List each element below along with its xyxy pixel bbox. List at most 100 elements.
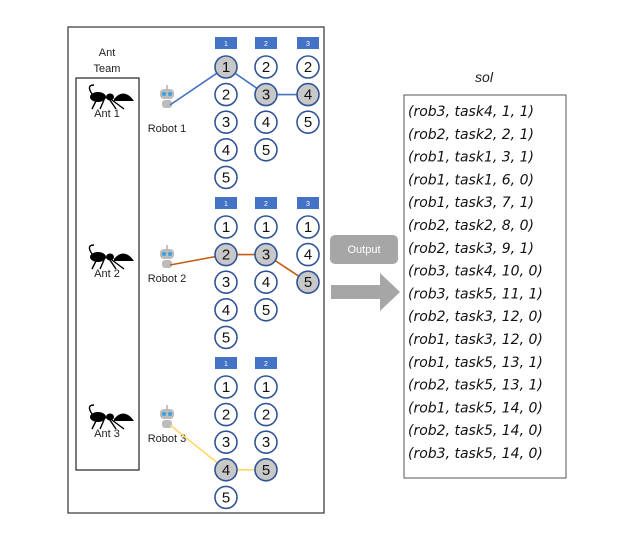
task-node	[214, 297, 238, 322]
task-node	[254, 138, 278, 162]
team-3: Ant 3 Robot 3 1 1 2 3 4 5 2 1 2 3 5	[88, 357, 278, 510]
task-node-label: 2	[222, 247, 230, 264]
step-header	[297, 197, 319, 209]
task-node	[254, 110, 278, 134]
task-node-label: 4	[222, 302, 230, 319]
task-node-label: 1	[304, 219, 312, 236]
task-node-selected	[296, 82, 320, 107]
task-node-label: 2	[262, 407, 270, 424]
task-node	[296, 110, 320, 134]
task-node-label: 2	[262, 59, 270, 76]
task-node	[214, 430, 238, 455]
task-node-label: 4	[304, 247, 312, 264]
sol-entry: (rob2, task3, 9, 1)	[408, 241, 534, 257]
task-node	[254, 297, 278, 322]
task-node	[254, 270, 278, 295]
step-header-label: 1	[224, 361, 228, 368]
task-node	[254, 375, 278, 399]
step-header	[255, 37, 277, 49]
sol-title: sol	[475, 69, 494, 85]
step-header	[297, 37, 319, 49]
step-header-label: 3	[306, 201, 310, 208]
robot-icon	[160, 245, 174, 268]
task-node-label: 5	[304, 274, 312, 291]
task-node	[254, 215, 278, 239]
task-node-label: 5	[222, 169, 230, 186]
sol-entry: (rob3, task4, 10, 0)	[408, 264, 543, 280]
robot-icon	[160, 405, 174, 428]
sol-entry: (rob1, task3, 12, 0)	[408, 332, 543, 348]
task-node-label: 2	[304, 59, 312, 76]
task-node-label: 1	[222, 379, 230, 396]
sol-entry: (rob1, task5, 14, 0)	[408, 400, 543, 416]
task-node	[214, 82, 238, 107]
step-header-label: 1	[224, 41, 228, 48]
task-node	[214, 165, 238, 190]
task-node	[214, 215, 238, 239]
sol-entry: (rob2, task2, 2, 1)	[408, 127, 534, 143]
task-node-label: 3	[262, 434, 270, 451]
task-node-label: 5	[262, 462, 270, 479]
task-node-selected	[214, 55, 238, 79]
sol-entry: (rob3, task5, 11, 1)	[408, 286, 543, 302]
robot-path-segment	[169, 424, 218, 464]
step-header	[215, 37, 237, 49]
task-node-label: 5	[304, 114, 312, 131]
sol-entry: (rob2, task5, 13, 1)	[408, 378, 543, 394]
ant-team-box	[75, 77, 140, 471]
ant-label: Ant 2	[94, 268, 120, 280]
task-node-label: 3	[262, 87, 270, 104]
sol-entry: (rob1, task1, 6, 0)	[408, 172, 534, 188]
task-node-selected	[214, 242, 238, 267]
task-node-label: 3	[262, 247, 270, 264]
step-header	[215, 197, 237, 209]
task-node-label: 5	[262, 302, 270, 319]
task-node	[214, 138, 238, 162]
step-header-label: 2	[264, 361, 268, 368]
task-node-selected	[214, 457, 238, 482]
task-node-selected	[296, 270, 320, 295]
ant-label: Ant 3	[94, 428, 120, 440]
task-node-label: 1	[222, 59, 230, 76]
task-node	[214, 402, 238, 427]
robot-label: Robot 1	[148, 123, 187, 135]
step-header-label: 2	[264, 201, 268, 208]
task-node-label: 4	[222, 462, 230, 479]
task-node	[254, 402, 278, 427]
task-node-label: 5	[262, 142, 270, 159]
task-node-label: 1	[262, 379, 270, 396]
task-node-label: 4	[222, 142, 230, 159]
output-arrow-icon	[331, 273, 400, 311]
task-node	[214, 375, 238, 399]
sol-entry: (rob3, task5, 14, 0)	[408, 446, 543, 462]
task-node-label: 3	[222, 114, 230, 131]
task-node-label: 1	[222, 219, 230, 236]
task-node-label: 5	[222, 489, 230, 506]
task-node-label: 4	[262, 274, 270, 291]
ant-label: Ant 1	[94, 108, 120, 120]
ant-icon	[88, 84, 134, 110]
ant-team-label-2: Team	[94, 63, 121, 75]
robot-label: Robot 3	[148, 433, 187, 445]
task-node-label: 2	[222, 87, 230, 104]
task-node-label: 2	[222, 407, 230, 424]
task-node	[296, 242, 320, 267]
task-node-label: 4	[262, 114, 270, 131]
robot-path-segment	[169, 72, 218, 106]
task-node-selected	[254, 242, 278, 267]
task-node-label: 3	[222, 434, 230, 451]
step-header	[215, 357, 237, 369]
task-node	[254, 430, 278, 455]
step-header	[255, 197, 277, 209]
sol-entry: (rob1, task1, 3, 1)	[408, 150, 534, 166]
task-node-label: 4	[304, 87, 312, 104]
left-panel-frame	[67, 26, 325, 514]
robot-icon	[160, 85, 174, 108]
task-node-label: 1	[262, 219, 270, 236]
sol-box	[403, 94, 567, 479]
sol-entry: (rob2, task5, 14, 0)	[408, 423, 543, 439]
ant-icon	[88, 404, 134, 430]
output-label-button: Output	[330, 235, 398, 264]
